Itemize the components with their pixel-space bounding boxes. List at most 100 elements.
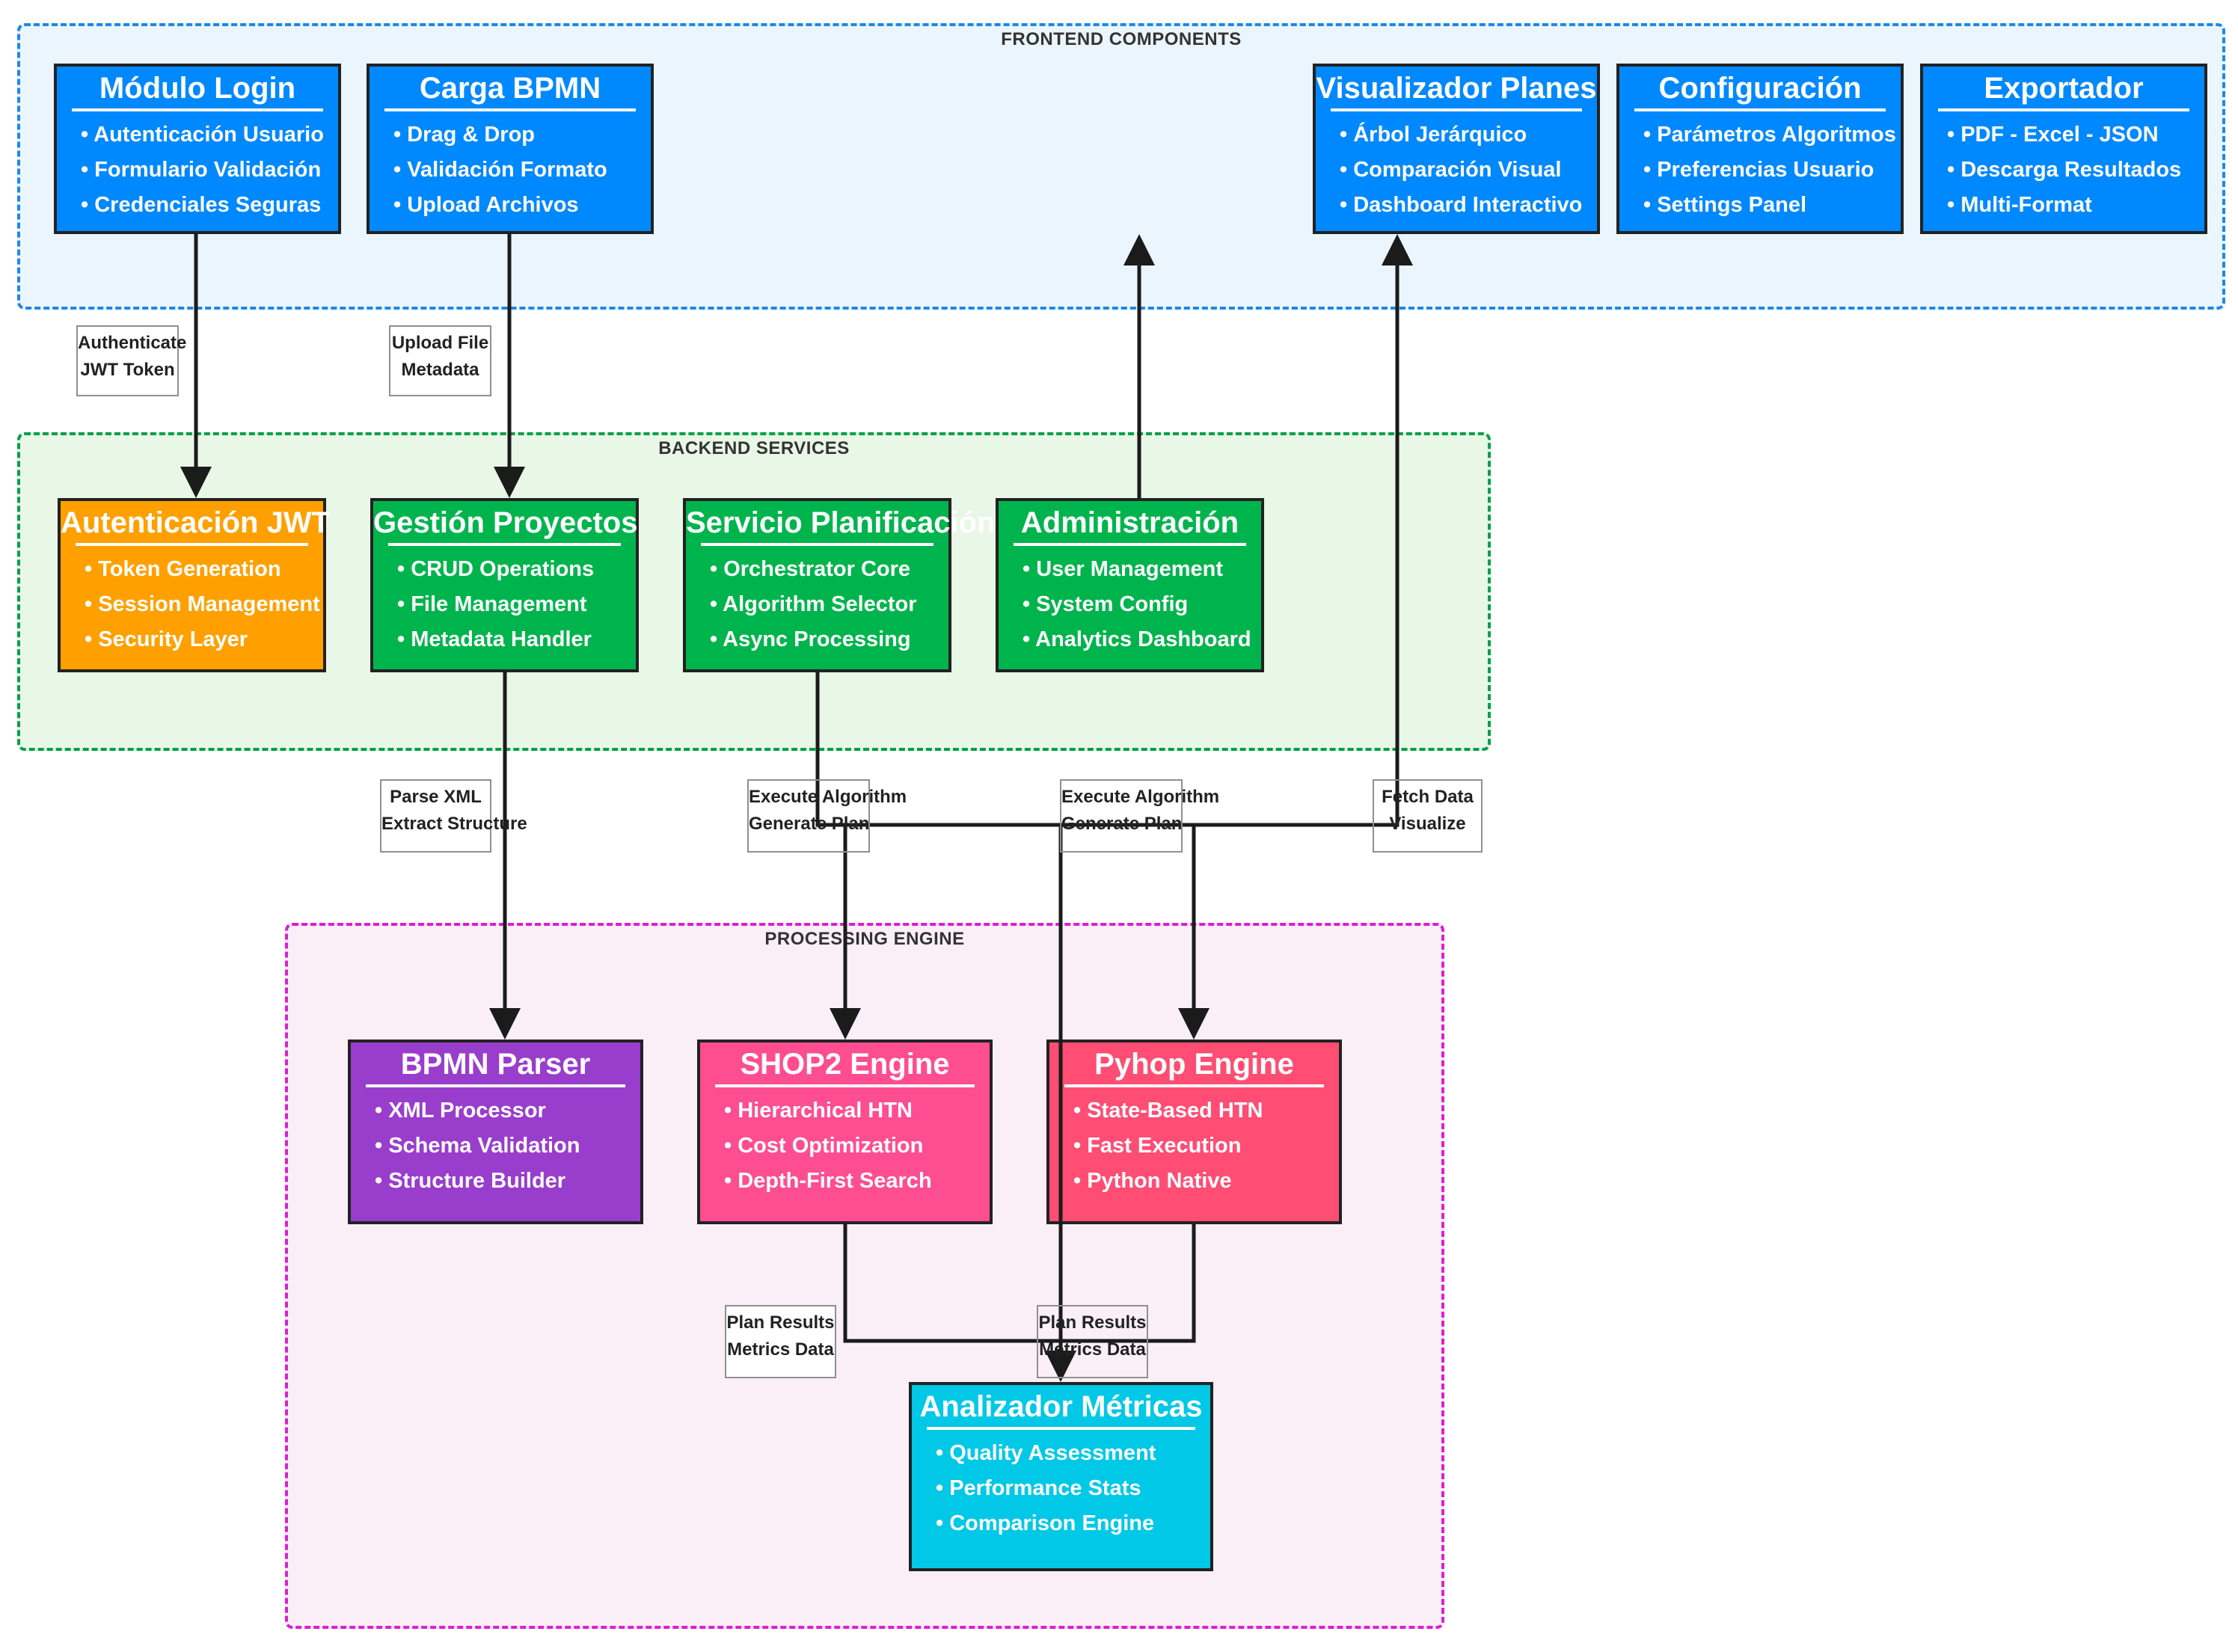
node-divider xyxy=(384,108,636,111)
node-item: • Session Management xyxy=(85,592,320,616)
carga-bpmn-node[interactable]: Carga BPMN • Drag & Drop • Validación Fo… xyxy=(367,64,654,234)
node-title: Administración xyxy=(1020,506,1239,539)
node-divider xyxy=(715,1084,975,1087)
edge-label-line: Metadata xyxy=(401,360,479,380)
configuracion-node[interactable]: Configuración • Parámetros Algoritmos • … xyxy=(1616,64,1904,234)
node-divider xyxy=(1634,108,1886,111)
edge-label-plan-results-2: Plan Results Metrics Data xyxy=(1037,1305,1148,1378)
node-title: Gestión Proyectos xyxy=(373,506,638,539)
node-divider xyxy=(1331,108,1582,111)
node-divider xyxy=(72,108,323,111)
node-item: • Security Layer xyxy=(85,627,248,651)
node-divider xyxy=(76,543,308,546)
node-item: • Formulario Validación xyxy=(81,158,322,182)
node-item: • Settings Panel xyxy=(1643,193,1807,217)
node-divider xyxy=(366,1084,625,1087)
modulo-login-node[interactable]: Módulo Login • Autenticación Usuario • F… xyxy=(54,64,341,234)
edge-label-line: Parse XML xyxy=(390,787,482,807)
edge-label-line: Visualize xyxy=(1389,814,1466,834)
edge-label-line: Execute Algorithm xyxy=(749,787,907,807)
edge-label-execute-algorithm-1: Execute Algorithm Generate Plan xyxy=(747,779,907,853)
node-item: • Comparison Engine xyxy=(936,1511,1155,1535)
visualizador-planes-node[interactable]: Visualizador Planes • Árbol Jerárquico •… xyxy=(1313,64,1600,234)
node-item: • Upload Archivos xyxy=(393,193,579,217)
node-title: Autenticación JWT xyxy=(61,506,331,539)
node-item: • Multi-Format xyxy=(1947,193,2092,217)
frontend-group-title: FRONTEND COMPONENTS xyxy=(1001,29,1242,49)
bpmn-parser-node[interactable]: BPMN Parser • XML Processor • Schema Val… xyxy=(348,1040,643,1224)
edge-label-line: Metrics Data xyxy=(727,1339,834,1360)
edge-label-line: Execute Algorithm xyxy=(1061,787,1220,807)
node-divider xyxy=(388,543,621,546)
node-item: • XML Processor xyxy=(375,1099,546,1123)
node-item: • CRUD Operations xyxy=(397,557,595,581)
node-title: Servicio Planificación xyxy=(686,506,996,539)
node-item: • Hierarchical HTN xyxy=(724,1099,913,1123)
node-title: Pyhop Engine xyxy=(1094,1048,1294,1081)
node-item: • Structure Builder xyxy=(375,1169,566,1193)
servicio-planificacion-node[interactable]: Servicio Planificación • Orchestrator Co… xyxy=(683,498,996,672)
node-item: • User Management xyxy=(1023,557,1224,581)
node-divider xyxy=(927,1427,1195,1430)
edge-label-fetch-data: Fetch Data Visualize xyxy=(1373,779,1483,853)
processing-engine-group: PROCESSING ENGINE xyxy=(285,923,1444,1629)
node-item: • PDF - Excel - JSON xyxy=(1947,123,2159,147)
node-item: • Schema Validation xyxy=(375,1134,580,1158)
node-item: • Preferencias Usuario xyxy=(1643,158,1874,182)
edge-label-line: Authenticate xyxy=(78,333,187,353)
node-title: Módulo Login xyxy=(99,72,296,105)
node-title: Configuración xyxy=(1658,72,1862,105)
exportador-node[interactable]: Exportador • PDF - Excel - JSON • Descar… xyxy=(1920,64,2207,234)
edge-label-authenticate: Authenticate JWT Token xyxy=(76,325,187,396)
edge-label-line: Extract Structure xyxy=(381,814,527,834)
analizador-metricas-node[interactable]: Analizador Métricas • Quality Assessment… xyxy=(909,1382,1213,1571)
node-item: • File Management xyxy=(397,592,587,616)
edge-label-line: Generate Plan xyxy=(1061,814,1183,834)
node-title: SHOP2 Engine xyxy=(740,1048,950,1081)
autenticacion-jwt-node[interactable]: Autenticación JWT • Token Generation • S… xyxy=(58,498,331,672)
edge-label-line: Plan Results xyxy=(1038,1312,1147,1333)
gestion-proyectos-node[interactable]: Gestión Proyectos • CRUD Operations • Fi… xyxy=(370,498,639,672)
node-item: • Depth-First Search xyxy=(724,1169,932,1193)
edge-label-line: Generate Plan xyxy=(749,814,870,834)
node-title: Exportador xyxy=(1984,72,2144,105)
node-item: • Quality Assessment xyxy=(936,1441,1156,1465)
node-title: BPMN Parser xyxy=(400,1048,591,1081)
node-item: • Algorithm Selector xyxy=(710,592,917,616)
node-item: • Token Generation xyxy=(85,557,281,581)
node-divider xyxy=(1064,1084,1324,1087)
node-item: • Árbol Jerárquico xyxy=(1340,123,1527,147)
administracion-node[interactable]: Administración • User Management • Syste… xyxy=(996,498,1264,672)
node-item: • Credenciales Seguras xyxy=(81,193,322,217)
node-item: • Cost Optimization xyxy=(724,1134,924,1158)
processing-group-title: PROCESSING ENGINE xyxy=(764,929,965,949)
node-item: • Python Native xyxy=(1073,1169,1232,1193)
edge-label-execute-algorithm-2: Execute Algorithm Generate Plan xyxy=(1060,779,1220,853)
node-item: • Orchestrator Core xyxy=(710,557,911,581)
edge-label-line: Fetch Data xyxy=(1382,787,1474,807)
pyhop-engine-node[interactable]: Pyhop Engine • State-Based HTN • Fast Ex… xyxy=(1046,1040,1342,1224)
node-item: • Performance Stats xyxy=(936,1476,1141,1500)
backend-group-title: BACKEND SERVICES xyxy=(658,438,850,458)
node-item: • Parámetros Algoritmos xyxy=(1643,123,1896,147)
node-item: • Async Processing xyxy=(710,627,911,651)
edge-label-line: Metrics Data xyxy=(1039,1339,1146,1360)
node-item: • Fast Execution xyxy=(1073,1134,1242,1158)
node-divider xyxy=(1014,543,1246,546)
node-divider xyxy=(1938,108,2189,111)
edge-label-line: Plan Results xyxy=(726,1312,835,1333)
node-item: • Dashboard Interactivo xyxy=(1340,193,1583,217)
node-item: • Metadata Handler xyxy=(397,627,592,651)
shop2-engine-node[interactable]: SHOP2 Engine • Hierarchical HTN • Cost O… xyxy=(697,1040,993,1224)
node-item: • Descarga Resultados xyxy=(1947,158,2182,182)
node-item: • Drag & Drop xyxy=(393,123,535,147)
edge-label-line: JWT Token xyxy=(80,360,175,380)
node-item: • Comparación Visual xyxy=(1340,158,1562,182)
node-title: Carga BPMN xyxy=(419,72,601,105)
node-title: Visualizador Planes xyxy=(1316,72,1597,105)
edge-label-upload-file: Upload File Metadata xyxy=(389,325,491,396)
node-title: Analizador Métricas xyxy=(919,1390,1203,1423)
edge-label-parse-xml: Parse XML Extract Structure xyxy=(380,779,527,853)
node-item: • Validación Formato xyxy=(393,158,607,182)
